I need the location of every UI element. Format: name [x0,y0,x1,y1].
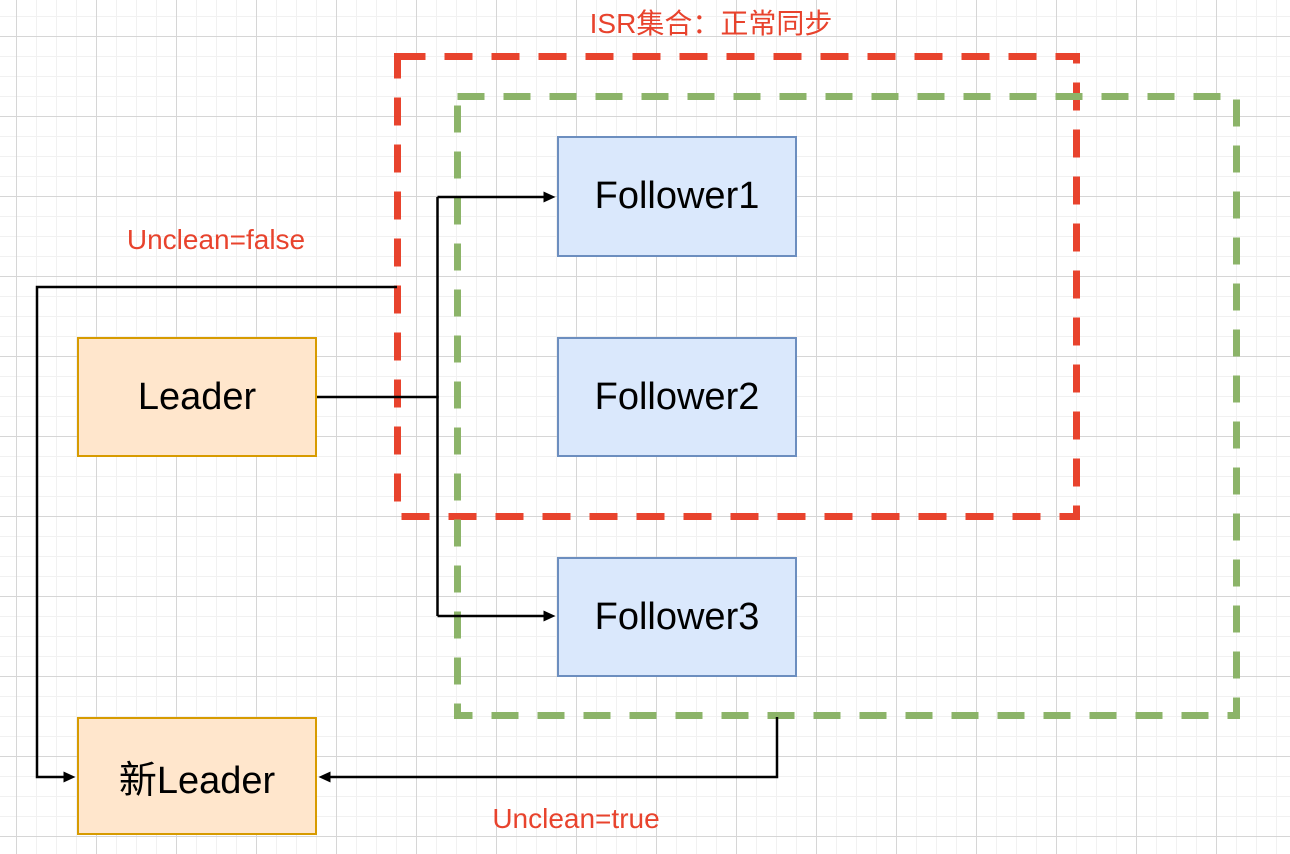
connector-unclean-true [318,717,779,783]
replica-set-boundary [454,93,1240,719]
unclean-true-label: Unclean=true [492,803,660,834]
new-leader-node: 新Leader [77,717,317,835]
follower3-node-label: Follower3 [594,595,760,638]
follower2-node-label: Follower2 [594,375,760,418]
isr-title-label: ISR集合：正常同步 [589,8,833,39]
unclean-false-label: Unclean=false [126,224,306,255]
isr-set-boundary [394,53,1080,520]
leader-node: Leader [77,337,317,457]
follower1-node-label: Follower1 [594,175,760,217]
new-leader-node-label: 新Leader [118,759,276,802]
connector-unclean-false [35,285,397,783]
leader-node-label: Leader [137,375,257,418]
follower2-node: Follower2 [557,337,797,457]
follower1-node: Follower1 [557,136,797,257]
follower3-node: Follower3 [557,557,797,677]
